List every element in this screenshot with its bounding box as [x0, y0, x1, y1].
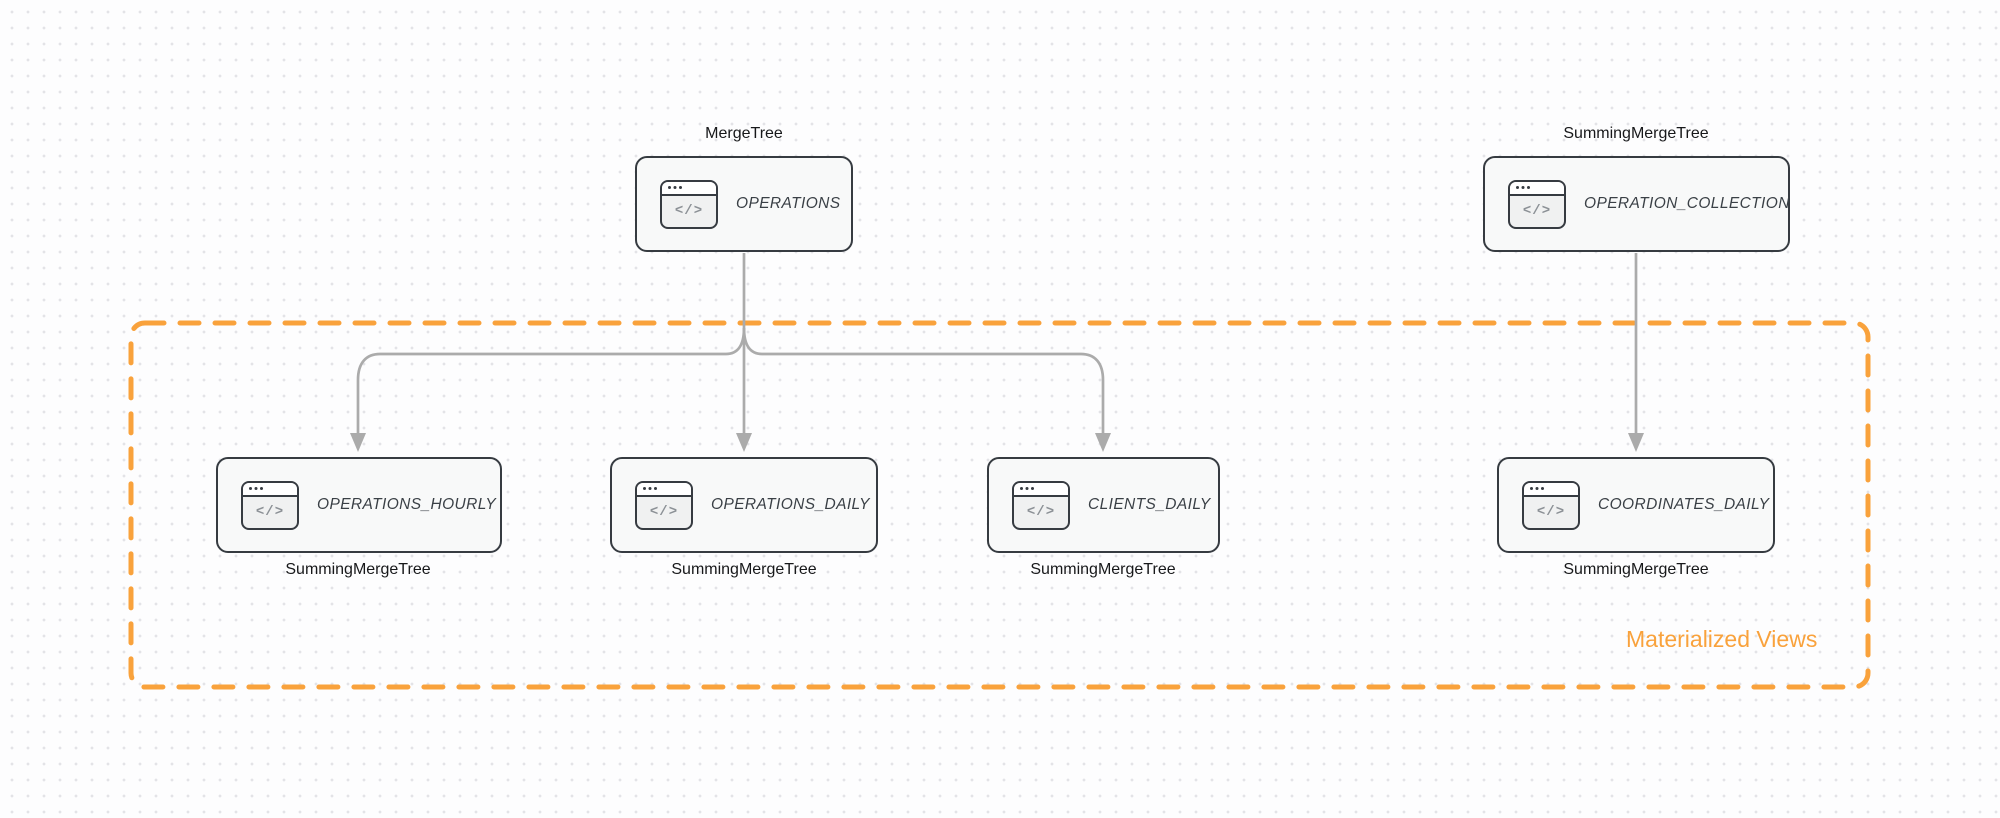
window-dots-icon [249, 487, 252, 490]
code-glyph: </> [649, 504, 679, 520]
code-glyph: </> [1522, 203, 1552, 219]
code-window-icon: </> [1508, 179, 1566, 229]
window-titlebar [662, 181, 716, 196]
arrowhead-clients-daily [1095, 433, 1111, 452]
arrowhead-operations-hourly [350, 433, 366, 452]
materialized-views-group-border [128, 320, 1871, 690]
engine-label-operation-collection: SummingMergeTree [1563, 125, 1709, 142]
engine-label-operations: MergeTree [705, 125, 783, 142]
window-titlebar [243, 482, 297, 497]
arrowhead-operations-daily [736, 433, 752, 452]
node-operations-hourly[interactable]: </> OPERATIONS_HOURLY [216, 457, 502, 553]
code-window-icon: </> [660, 179, 718, 229]
materialized-views-label: Materialized Views [1626, 626, 1818, 652]
engine-label-operations-hourly: SummingMergeTree [285, 561, 431, 578]
node-operations-daily[interactable]: </> OPERATIONS_DAILY [610, 457, 878, 553]
node-operation-collection[interactable]: </> OPERATION_COLLECTION [1483, 156, 1790, 252]
engine-label-operations-daily: SummingMergeTree [671, 561, 817, 578]
node-label: OPERATIONS_DAILY [711, 496, 870, 513]
window-dots-icon [1516, 186, 1519, 189]
window-dots-icon [1020, 487, 1023, 490]
node-label: CLIENTS_DAILY [1088, 496, 1211, 513]
code-window-icon: </> [1522, 480, 1580, 530]
code-glyph: </> [255, 504, 285, 520]
edge-operations-to-operations-hourly [356, 327, 746, 434]
node-coordinates-daily[interactable]: </> COORDINATES_DAILY [1497, 457, 1775, 553]
node-label: OPERATIONS_HOURLY [317, 496, 497, 513]
edge-operations-to-clients-daily [742, 327, 1105, 434]
code-window-icon: </> [635, 480, 693, 530]
code-glyph: </> [1026, 504, 1056, 520]
node-label: OPERATIONS [736, 195, 841, 212]
window-titlebar [1524, 482, 1578, 497]
window-dots-icon [668, 186, 671, 189]
engine-label-clients-daily: SummingMergeTree [1030, 561, 1176, 578]
node-label: COORDINATES_DAILY [1598, 496, 1770, 513]
arrowhead-coordinates-daily [1628, 433, 1644, 452]
window-dots-icon [1530, 487, 1533, 490]
code-window-icon: </> [1012, 480, 1070, 530]
code-window-icon: </> [241, 480, 299, 530]
node-clients-daily[interactable]: </> CLIENTS_DAILY [987, 457, 1220, 553]
window-titlebar [637, 482, 691, 497]
node-operations[interactable]: </> OPERATIONS [635, 156, 853, 252]
code-glyph: </> [1536, 504, 1566, 520]
window-titlebar [1510, 181, 1564, 196]
window-dots-icon [643, 487, 646, 490]
node-label: OPERATION_COLLECTION [1584, 195, 1790, 212]
code-glyph: </> [674, 203, 704, 219]
engine-label-coordinates-daily: SummingMergeTree [1563, 561, 1709, 578]
window-titlebar [1014, 482, 1068, 497]
